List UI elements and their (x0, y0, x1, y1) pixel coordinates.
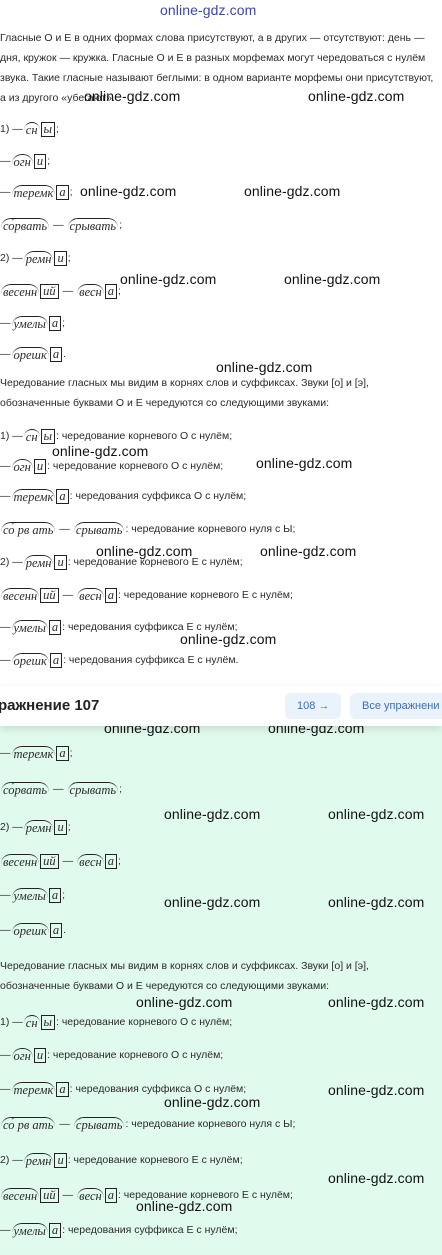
watermark: online-gdz.com (328, 994, 425, 1010)
watermark: online-gdz.com (84, 88, 181, 104)
watermark: online-gdz.com (244, 183, 341, 199)
watermark: online-gdz.com (308, 88, 405, 104)
watermark: online-gdz.com (160, 2, 257, 18)
next-exercise-button[interactable]: 108 → (285, 693, 342, 719)
watermark: online-gdz.com (328, 1082, 425, 1098)
watermark: online-gdz.com (328, 806, 425, 822)
watermark: online-gdz.com (328, 894, 425, 910)
watermark: online-gdz.com (120, 271, 217, 287)
watermark: online-gdz.com (164, 806, 261, 822)
alternation-paragraph: Чередование гласных мы видим в корнях сл… (0, 960, 369, 992)
watermark: online-gdz.com (164, 1094, 261, 1110)
watermark: online-gdz.com (164, 894, 261, 910)
watermark: online-gdz.com (96, 543, 193, 559)
watermark: online-gdz.com (136, 994, 233, 1010)
intro-paragraph: Гласные О и Е в одних формах слова прису… (0, 32, 434, 104)
watermark: online-gdz.com (216, 359, 313, 375)
watermark: online-gdz.com (260, 543, 357, 559)
watermark: online-gdz.com (256, 455, 353, 471)
alternation-paragraph: Чередование гласных мы видим в корнях сл… (0, 377, 369, 409)
watermark: online-gdz.com (104, 726, 201, 736)
watermark: online-gdz.com (80, 183, 177, 199)
note-row-sorvat: со́ рв ать — с́рывать : чередование корн… (1, 522, 296, 537)
watermark: online-gdz.com (180, 631, 277, 647)
note-row-sorvat: со́ рв ать — с́рывать : чередование корн… (1, 1117, 296, 1132)
watermark: online-gdz.com (284, 271, 381, 287)
exercise-navigation-bar: ражнение 107 108 → Все упражнени (0, 686, 442, 726)
all-exercises-button[interactable]: Все упражнени (350, 693, 442, 719)
watermark: online-gdz.com (52, 443, 149, 459)
example-row-sorvat: со́рвать — с́рывать ; (1, 218, 123, 233)
watermark: online-gdz.com (328, 1170, 425, 1186)
watermark: online-gdz.com (136, 1198, 233, 1214)
answer-card: online-gdz.com Гласные О и Е в одних фор… (0, 2, 434, 668)
example-row-sorvat: со́рвать — с́рывать ; (1, 782, 123, 797)
exercise-title: ражнение 107 (0, 697, 100, 714)
watermark: online-gdz.com (268, 726, 365, 736)
